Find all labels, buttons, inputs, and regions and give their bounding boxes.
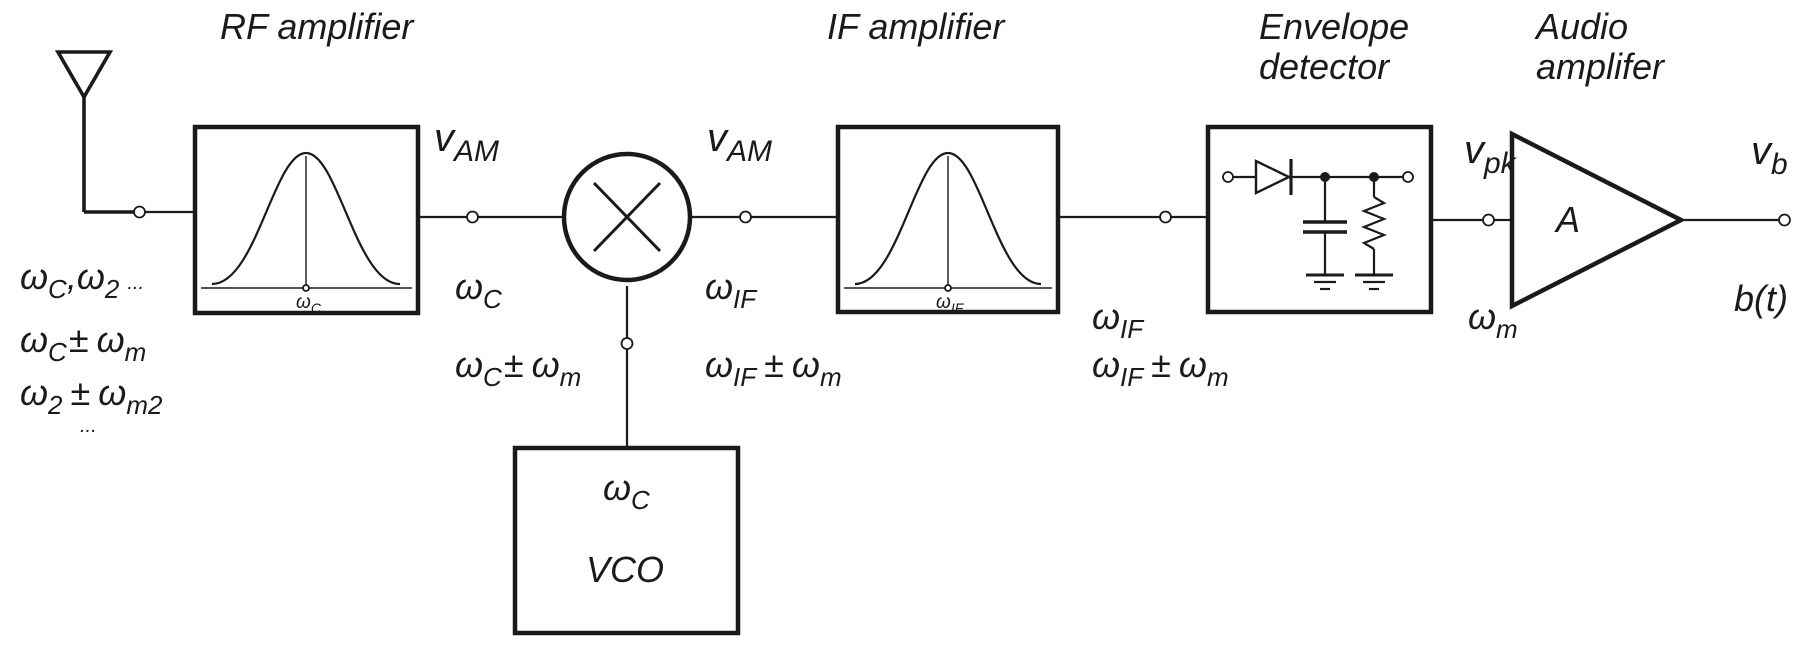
signal-path (145, 210, 1779, 447)
if-output-freq-line1: ωIF (1092, 296, 1145, 344)
peak-voltage-label: vpk (1464, 128, 1518, 180)
capacitor-icon (1303, 177, 1347, 274)
detector-output-freq-label: ωm (1468, 296, 1518, 344)
rf-output-node (466, 210, 479, 224)
rf-amplifier-block: ωC (192, 124, 421, 316)
if-amplifier-block: ωIF (835, 124, 1061, 316)
mixer-output-voltage-label: vAM (707, 116, 772, 168)
envelope-detector-title-line2: detector (1259, 46, 1391, 87)
audio-amplifier-title-line1: Audio (1534, 6, 1628, 47)
input-freq-ellipsis: ... (80, 415, 97, 437)
baseband-signal-label: b(t) (1734, 278, 1788, 319)
rf-output-freq-line2: ωC±ωm (455, 344, 581, 392)
if-amplifier-title: IF amplifier (827, 6, 1006, 47)
ground-icon (1306, 273, 1393, 291)
mixer-output-freq-line2: ωIF±ωm (705, 344, 842, 392)
vco-block: ωC VCO (512, 445, 741, 636)
rf-center-frequency-label: ωC (296, 292, 322, 316)
input-freq-line3: ω2±ωm2 (20, 372, 163, 420)
vco-output-node (620, 337, 634, 350)
rf-amplifier-title: RF amplifier (220, 6, 415, 47)
if-bandpass-curve (854, 151, 1042, 286)
rf-output-freq-line1: ωC (455, 266, 502, 314)
if-center-frequency-label: ωIF (936, 292, 965, 316)
detector-output-node (1482, 213, 1495, 227)
envelope-detector-block (1205, 124, 1434, 315)
baseband-voltage-label: vb (1751, 129, 1788, 181)
input-freq-line2: ωC±ωm (20, 319, 146, 367)
audio-output-node (1778, 213, 1791, 227)
amplifier-gain-label: A (1554, 199, 1580, 240)
envelope-detector-title-line1: Envelope (1259, 6, 1409, 47)
rf-bandpass-curve (211, 151, 401, 286)
mixer-icon (561, 151, 693, 283)
input-node (133, 205, 146, 219)
detector-output-terminal (1402, 171, 1414, 183)
rf-output-voltage-label: vAM (434, 116, 499, 168)
vco-label: VCO (586, 549, 664, 590)
resistor-icon (1361, 177, 1387, 274)
mixer-output-node (739, 210, 752, 224)
input-freq-line1: ωC,ω2... (20, 256, 144, 304)
audio-amplifier-triangle: A (1509, 130, 1686, 310)
if-output-freq-line2: ωIF±ωm (1092, 344, 1229, 392)
antenna-icon (54, 50, 134, 214)
audio-amplifier-title-line2: amplifer (1536, 46, 1666, 87)
mixer-output-freq-line1: ωIF (705, 266, 758, 314)
detector-input-node (1222, 171, 1234, 183)
vco-frequency-label: ωC (603, 467, 650, 515)
terminal-nodes (133, 205, 1791, 350)
if-output-node (1159, 210, 1172, 224)
